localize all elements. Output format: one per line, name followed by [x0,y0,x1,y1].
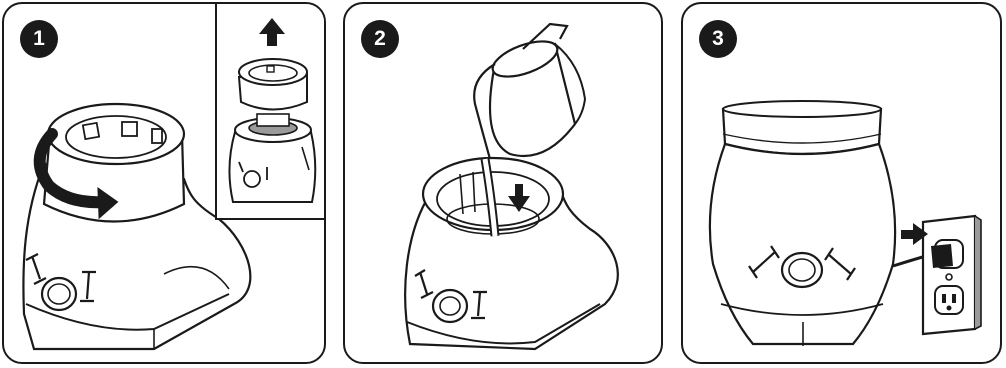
base-body [710,144,895,344]
step-3-panel: 3 [681,2,1002,364]
step-1-panel: 1 [2,2,326,364]
step-number-badge: 3 [699,20,737,58]
up-arrow-icon [267,32,277,46]
down-arrow-icon [515,184,523,198]
step-number-badge: 2 [361,20,399,58]
step-3-illustration [683,4,1002,364]
lift-illustration [217,2,326,220]
step-2-panel: 2 [343,2,663,364]
right-arrow-icon [901,230,915,239]
plug [931,244,953,268]
lift-inset [215,2,326,220]
control-knob [433,290,467,322]
control-knob [42,278,76,310]
control-knob [782,253,822,287]
step-2-illustration [345,4,663,364]
step-number-badge: 1 [20,20,58,58]
